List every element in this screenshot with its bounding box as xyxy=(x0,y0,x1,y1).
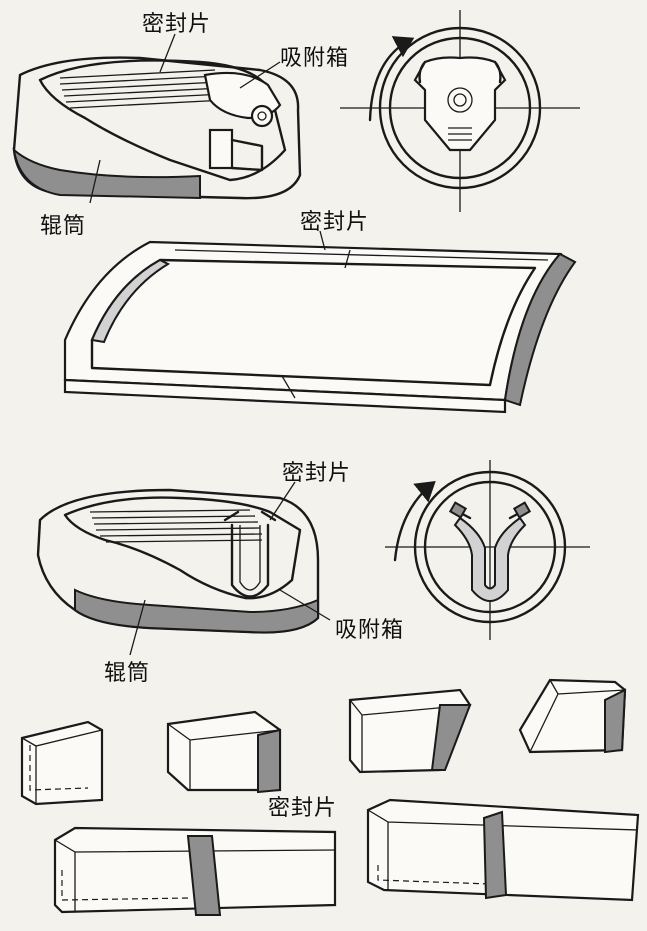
rotation-arrow-lower xyxy=(393,480,436,562)
label-seal-lower: 密封片 xyxy=(282,461,352,486)
label-roller-lower: 辊筒 xyxy=(104,661,151,686)
label-roller-top: 辊筒 xyxy=(40,214,87,239)
seal-bar-1-joint xyxy=(186,835,222,916)
seal-blocks xyxy=(20,678,640,916)
leader-seal-mid xyxy=(319,230,326,251)
cross-section-top xyxy=(340,10,580,212)
curved-seal-frame xyxy=(63,230,577,414)
roller-cutaway-top xyxy=(38,59,287,182)
label-seal-bottom: 密封片 xyxy=(268,796,338,821)
label-seal-top: 密封片 xyxy=(142,12,212,37)
cross-mechanism-top xyxy=(413,56,507,152)
leader-box-top xyxy=(239,61,281,89)
leader-box-lower xyxy=(279,589,331,621)
suction-trough-lower xyxy=(230,523,270,598)
roller-cutaway-lower xyxy=(63,496,302,600)
seal-block-2-shade xyxy=(257,728,281,794)
roller-assembly-top xyxy=(12,33,302,204)
suction-box-hub-top xyxy=(250,104,274,128)
label-seal-mid: 密封片 xyxy=(300,210,370,235)
seal-block-4-shade xyxy=(604,688,627,754)
cross-section-lower xyxy=(385,460,590,640)
leader-roller-top xyxy=(89,159,101,204)
roller-shadow-top xyxy=(12,147,201,200)
frame-bottom-front xyxy=(63,378,507,414)
roller-assembly-lower xyxy=(36,481,331,656)
rotation-arrow-top xyxy=(368,36,415,122)
seal-bar-2-joint xyxy=(482,810,508,900)
label-suction-box-lower: 吸附箱 xyxy=(335,618,405,643)
seal-block-1 xyxy=(20,720,104,806)
seal-block-3-shade xyxy=(430,704,472,771)
leader-seal-top xyxy=(159,33,176,73)
leader-roller-lower xyxy=(129,599,146,656)
leader-seal-lower xyxy=(269,481,296,521)
roller-shadow-lower xyxy=(74,588,319,634)
suction-box-block-top xyxy=(208,128,234,170)
label-suction-box-top: 吸附箱 xyxy=(280,46,350,71)
frame-right-side xyxy=(503,252,577,407)
